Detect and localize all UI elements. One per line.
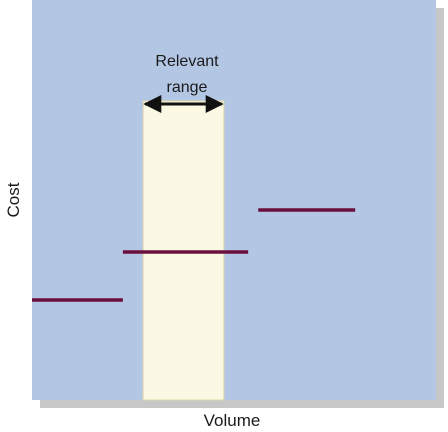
x-axis-label: Volume — [204, 411, 261, 430]
step-cost-line — [32, 208, 356, 302]
y-axis-label: Cost — [4, 182, 23, 217]
plot-area — [32, 0, 436, 400]
relevant-range-label-line2: range — [167, 79, 208, 96]
relevant-range-label-line1: Relevant — [155, 53, 219, 70]
